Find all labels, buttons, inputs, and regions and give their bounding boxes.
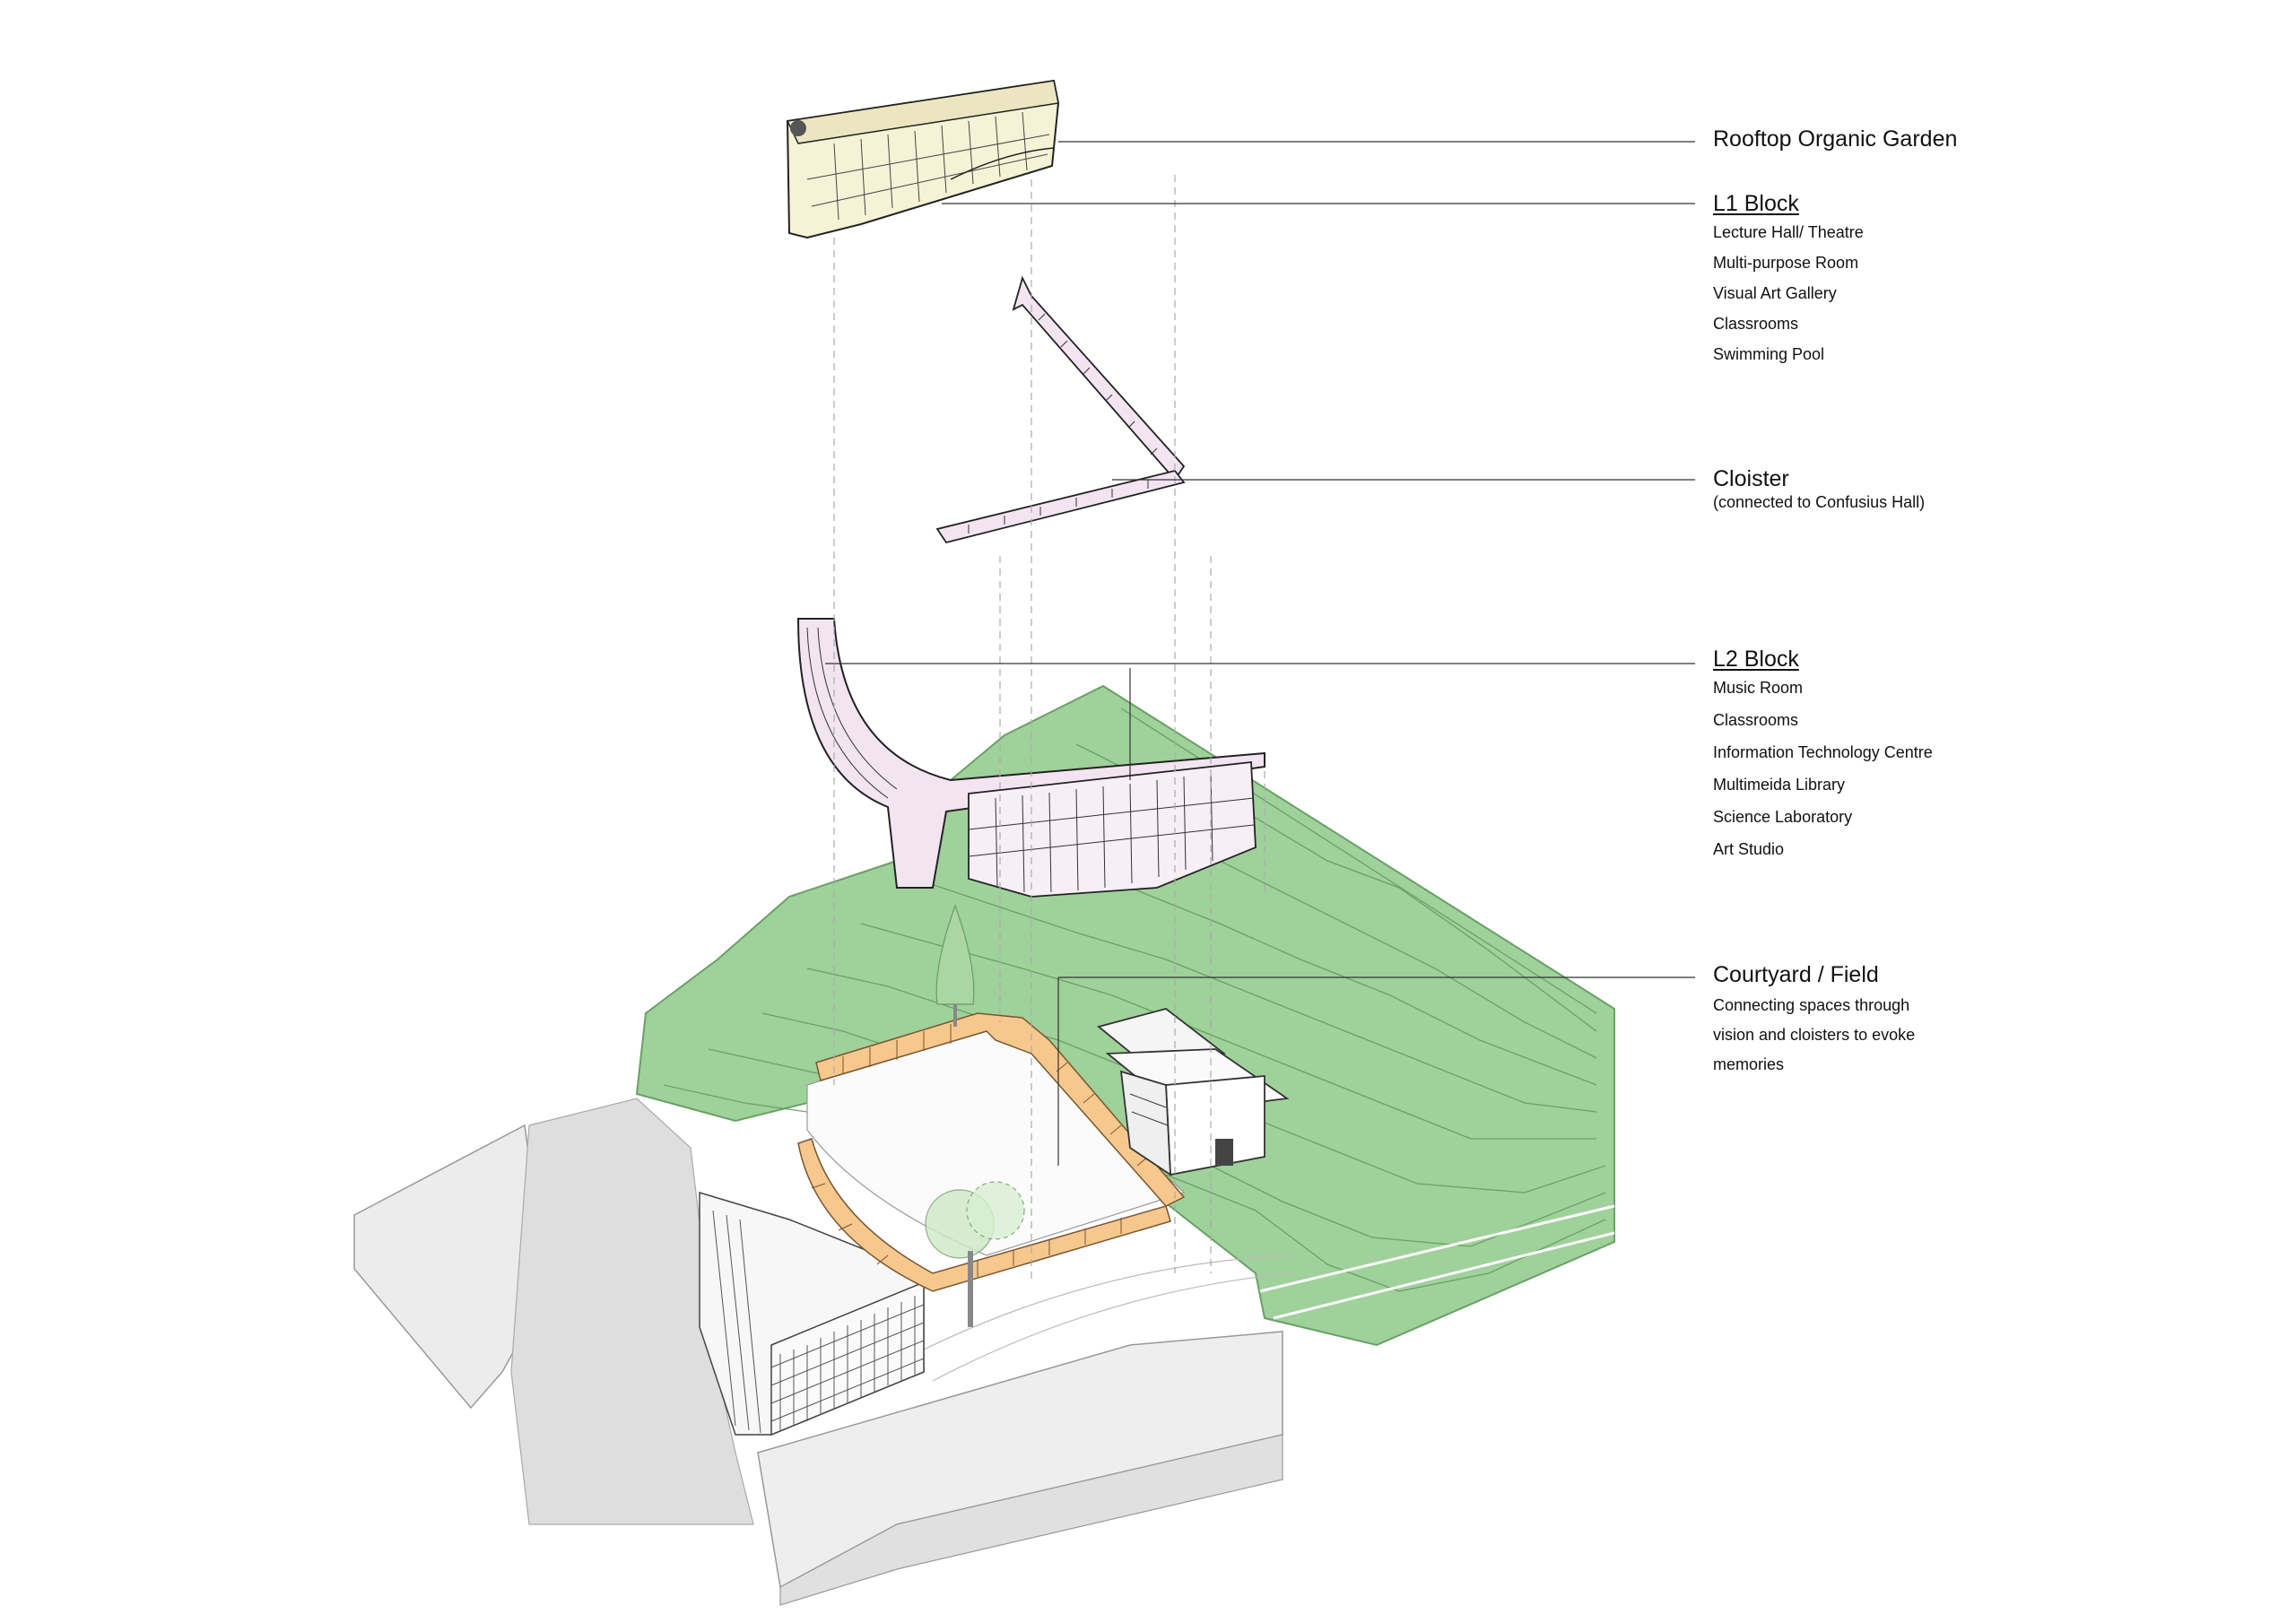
label-title: Courtyard / Field <box>1713 962 1879 987</box>
list-item: Swimming Pool <box>1713 345 1825 363</box>
label-cloister: Cloister (connected to Confusius Hall) <box>1713 465 1925 512</box>
cloister-upper-model <box>935 275 1186 544</box>
label-l2-block: L2 Block Music Room Classrooms Informati… <box>1713 646 1933 872</box>
label-title: Cloister <box>1713 466 1789 491</box>
label-title: Rooftop Organic Garden <box>1713 126 1958 152</box>
label-title: L2 Block <box>1713 647 1799 672</box>
label-rooftop-organic-garden: Rooftop Organic Garden <box>1713 126 1957 152</box>
label-l1-block: L1 Block Lecture Hall/ Theatre Multi-pur… <box>1713 190 1864 375</box>
courtyard-tree <box>925 1181 1025 1327</box>
list-item: Classrooms <box>1713 315 1799 333</box>
leader-lines <box>825 141 1695 1166</box>
list-item: Information Technology Centre <box>1713 743 1933 761</box>
description-line: memories <box>1713 1055 1785 1073</box>
cloister-ground-level <box>797 1012 1186 1292</box>
projection-lines <box>833 175 1265 1282</box>
existing-building-left <box>699 1191 925 1436</box>
hillside-terrain <box>635 684 1615 1347</box>
l2-block-model <box>796 618 1265 898</box>
list-item: Music Room <box>1713 679 1804 697</box>
list-item: Multimeida Library <box>1713 776 1846 794</box>
list-item: Art Studio <box>1713 840 1785 858</box>
label-courtyard-field: Courtyard / Field Connecting spaces thro… <box>1713 961 1915 1084</box>
label-title: L1 Block <box>1713 191 1799 216</box>
ground-street <box>353 1098 1292 1606</box>
rooftop-organic-garden-model <box>786 79 1060 239</box>
list-item: Science Laboratory <box>1713 808 1853 826</box>
list-item: Classrooms <box>1713 711 1799 729</box>
description-line: Connecting spaces through <box>1713 996 1910 1014</box>
list-item: Multi-purpose Room <box>1713 254 1859 272</box>
description-line: vision and cloisters to evoke <box>1713 1026 1916 1044</box>
confucius-hall <box>1097 1008 1290 1176</box>
list-item: Lecture Hall/ Theatre <box>1713 223 1864 241</box>
label-note: (connected to Confusius Hall) <box>1713 493 1926 511</box>
list-item: Visual Art Gallery <box>1713 284 1837 302</box>
courtyard-field <box>806 1021 1186 1256</box>
hill-tree <box>935 904 975 1027</box>
